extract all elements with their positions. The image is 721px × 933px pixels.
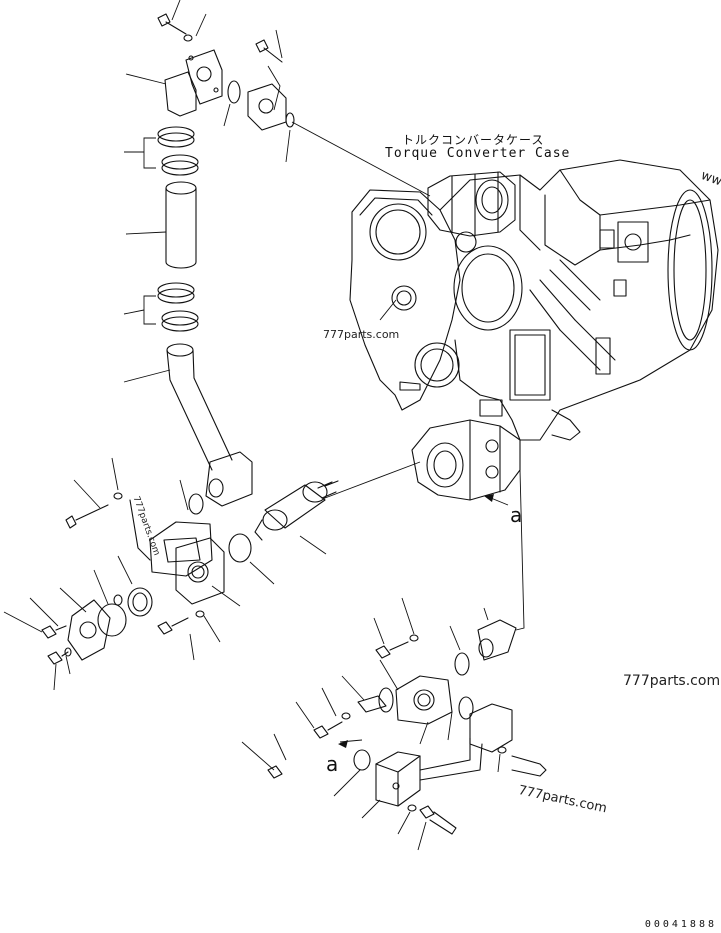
case-name-japanese: トルクコンバータケース [402, 133, 545, 147]
pump-assembly [411, 419, 521, 501]
hose-clamps [157, 126, 199, 332]
watermark-2: 777parts.com [623, 673, 721, 689]
torque-converter-case [349, 159, 719, 441]
view-arrows [338, 494, 494, 748]
upper-flange-plate [247, 83, 295, 131]
view-label-a-upper: a [510, 503, 523, 527]
hose [165, 181, 197, 269]
filter-element [254, 480, 339, 541]
case-name-english: Torque Converter Case [385, 146, 571, 161]
drawing-code: 00041888 [644, 919, 717, 930]
watermark-1: 777parts.com [323, 328, 400, 341]
view-label-a-lower: a [326, 752, 339, 776]
bolts-top [157, 13, 283, 63]
lower-pipe [166, 343, 253, 515]
upper-elbow [164, 49, 241, 117]
left-flange-group [41, 492, 252, 665]
lower-block-group [267, 619, 547, 835]
